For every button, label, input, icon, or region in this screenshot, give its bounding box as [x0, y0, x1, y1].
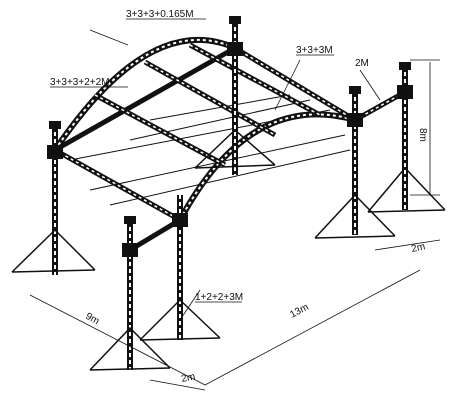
- label-height: 8m: [417, 128, 428, 142]
- towers: [52, 20, 408, 370]
- label-arch-top: 3+3+3+0.165M: [126, 9, 194, 20]
- dimension-lines: [29, 29, 441, 391]
- label-cantilever: 2M: [355, 58, 369, 69]
- label-length: 13m: [288, 302, 310, 321]
- label-beam-right: 3+3+3M: [296, 45, 333, 56]
- label-depth: 9m: [84, 311, 101, 327]
- label-wing-front: 2m: [180, 371, 196, 385]
- label-tower-base: 1+2+2+3M: [195, 292, 243, 303]
- beam-lattice: [54, 44, 406, 221]
- diagram-labels: 3+3+3+0.165M 3+3+3+2+2M 3+3+3M 2M 8m 1+2…: [50, 9, 428, 385]
- label-wing-right: 2m: [410, 241, 426, 255]
- junction-blocks: [47, 16, 413, 257]
- roof-sheets: [69, 94, 351, 206]
- front-arch: [177, 111, 356, 222]
- back-arch: [52, 37, 237, 152]
- outriggers: [11, 128, 446, 371]
- label-arch-left: 3+3+3+2+2M: [50, 77, 110, 88]
